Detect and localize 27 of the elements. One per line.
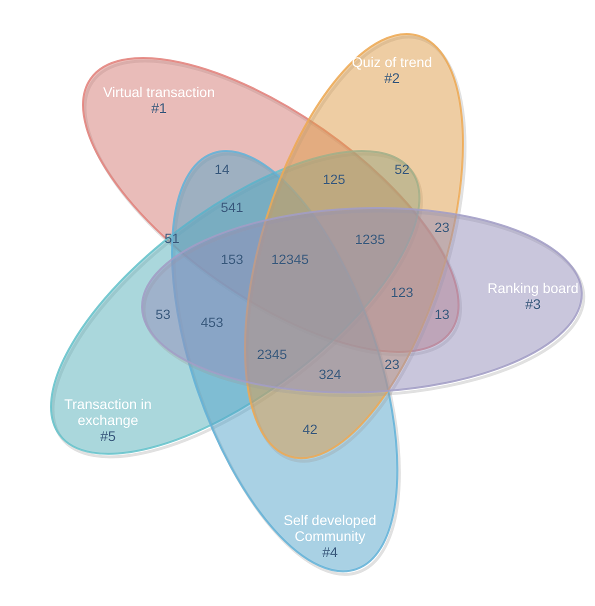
region-label: 13 [434,307,450,323]
set-index: #5 [100,428,116,444]
region-label: 324 [318,367,342,383]
set-index: #1 [151,100,167,116]
region-label: 453 [200,315,224,331]
region-label: 123 [390,285,414,301]
region-label: 125 [322,172,346,188]
region-label: 2345 [256,347,288,363]
region-label: 53 [155,307,171,323]
set-name: Ranking board [487,280,579,296]
region-label: 23 [384,357,400,373]
region-label: 541 [220,200,244,216]
set-name: Virtual transaction [103,84,215,100]
region-label: 12345 [271,252,309,268]
set-index: #4 [322,544,338,560]
region-label: 1235 [354,232,386,248]
set-index: #3 [525,296,541,312]
region-label: 23 [434,220,450,236]
region-label: 42 [302,422,318,438]
set-name: Quiz of trend [352,54,432,70]
region-label: 51 [164,231,180,247]
set-name: Transaction in exchange [63,396,153,428]
region-label: 153 [220,252,244,268]
region-label: 52 [394,162,410,178]
region-label: 14 [214,162,230,178]
set-index: #2 [384,70,400,86]
set-name: Self developed Community [282,512,378,544]
